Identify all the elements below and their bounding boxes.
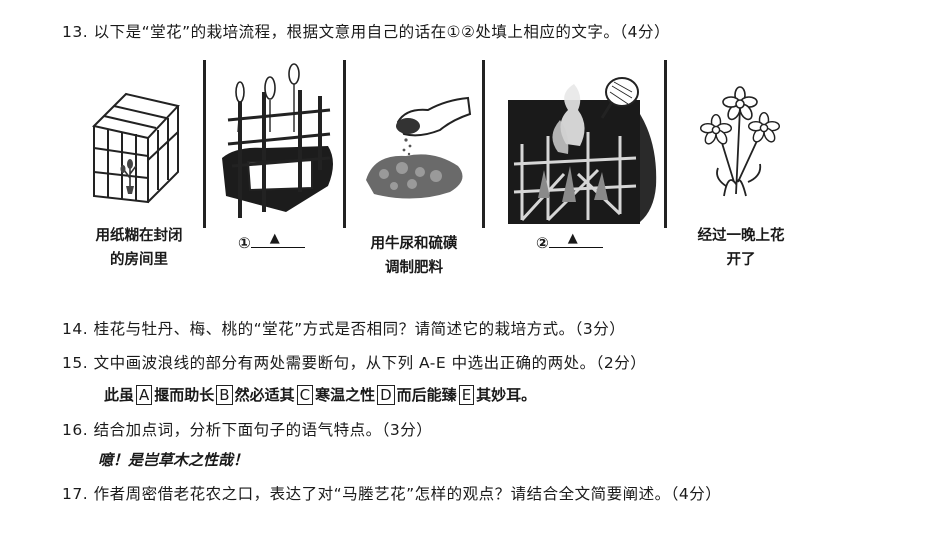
divider <box>664 60 667 228</box>
triangle-marker: ▲ <box>567 231 578 246</box>
divider <box>343 60 346 228</box>
q15-text-1: 揠而助长 <box>154 386 215 404</box>
step1-caption: 用纸糊在封闭 的房间里 <box>80 224 198 272</box>
option-a-box[interactable]: A <box>136 385 153 405</box>
question-17: 17. 作者周密借老花农之口，表达了对“马塍艺花”怎样的观点？请结合全文简要阐述… <box>62 485 722 503</box>
q15-text-5: 其妙耳。 <box>476 386 537 404</box>
question-14: 14. 桂花与牡丹、梅、桃的“堂花”方式是否相同？请简述它的栽培方式。（3分） <box>62 320 626 338</box>
step1-caption-line1: 用纸糊在封闭 <box>95 228 183 244</box>
question-15: 15. 文中画波浪线的部分有两处需要断句，从下列 A-E 中选出正确的两处。（2… <box>62 354 647 372</box>
step5-caption-line2: 开了 <box>726 252 756 268</box>
triangle-marker: ▲ <box>269 231 280 246</box>
bamboo-frame-icon <box>222 63 333 218</box>
option-d-box[interactable]: D <box>377 385 395 405</box>
question-16: 16. 结合加点词，分析下面句子的语气特点。（3分） <box>62 421 433 439</box>
fertilizer-hand-icon <box>366 96 472 199</box>
step1-caption-line2: 的房间里 <box>110 252 168 268</box>
divider <box>203 60 206 228</box>
q15-text-0: 此虽 <box>104 386 135 404</box>
step4-number: ② <box>536 234 549 252</box>
flowers-icon <box>699 86 781 197</box>
option-c-box[interactable]: C <box>296 385 314 405</box>
step3-caption: 用牛尿和硫磺 调制肥料 <box>350 232 478 280</box>
question-13: 13. 以下是“堂花”的栽培流程，根据文意用自己的话在①②处填上相应的文字。（4… <box>62 23 671 41</box>
step4-blank: ②▲ <box>536 231 603 252</box>
step4-answer-blank[interactable]: ▲ <box>548 231 603 248</box>
greenhouse-icon <box>92 92 180 204</box>
option-b-box[interactable]: B <box>216 385 233 405</box>
step2-number: ① <box>238 234 251 252</box>
option-e-box[interactable]: E <box>458 385 475 405</box>
q15-text-4: 而后能臻 <box>396 386 457 404</box>
step2-answer-blank[interactable]: ▲ <box>250 231 305 248</box>
divider <box>482 60 485 228</box>
step5-caption: 经过一晚上花 开了 <box>682 224 800 272</box>
q16-sentence: 噫！是岂草木之性哉！ <box>98 451 249 469</box>
smoke-fan-icon <box>508 77 657 224</box>
step5-caption-line1: 经过一晚上花 <box>697 228 785 244</box>
q15-text-3: 寒温之性 <box>315 386 376 404</box>
step2-blank: ①▲ <box>238 231 305 252</box>
step3-caption-line1: 用牛尿和硫磺 <box>370 236 458 252</box>
step3-caption-line2: 调制肥料 <box>385 260 443 276</box>
q15-text-2: 然必适其 <box>234 386 295 404</box>
